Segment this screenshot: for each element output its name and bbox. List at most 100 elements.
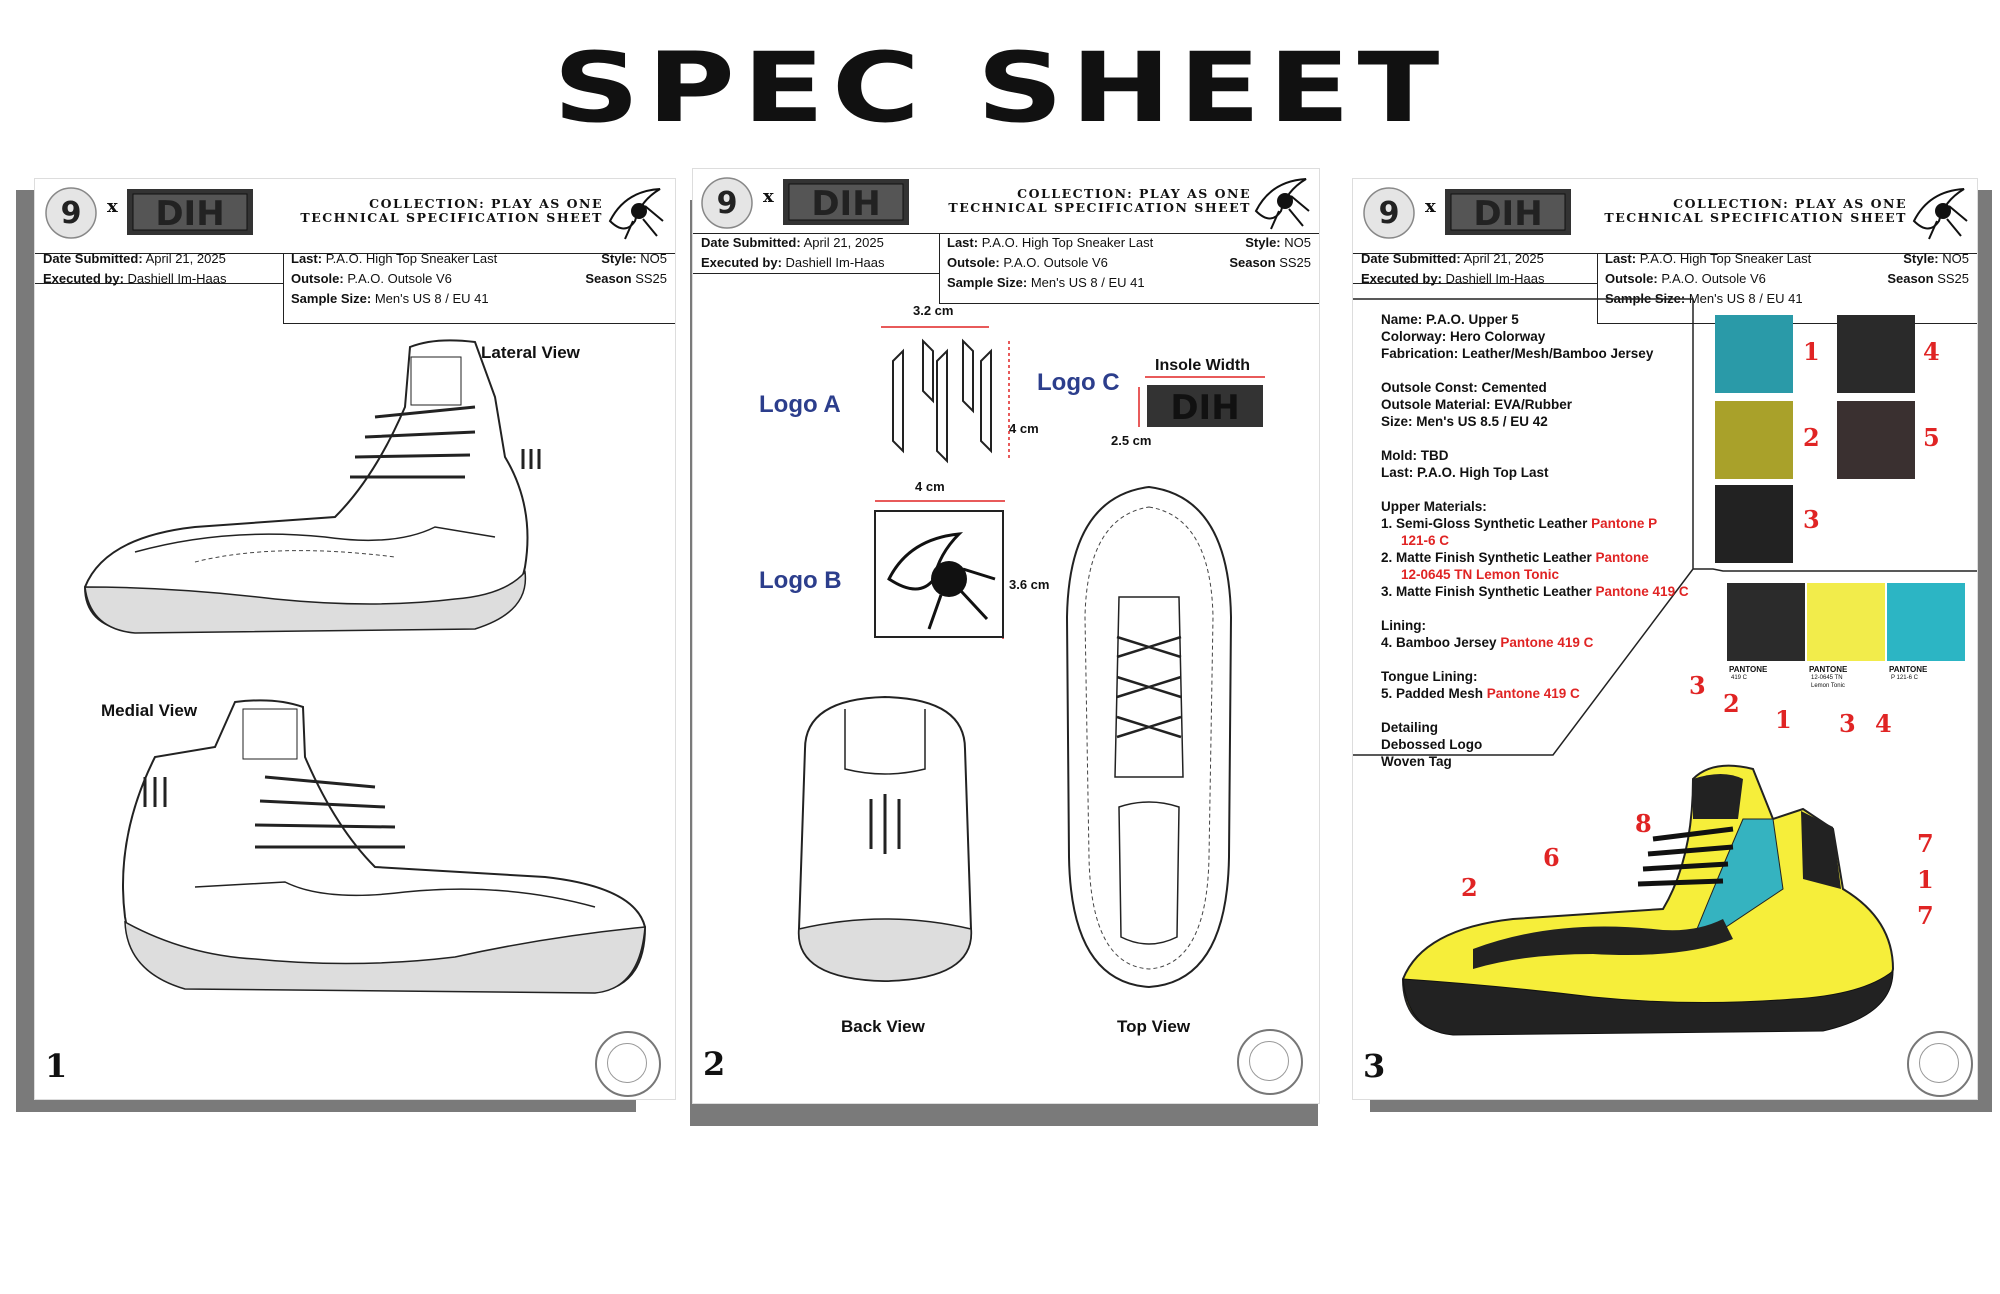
back-view-drawing [797, 695, 973, 983]
material-2-text: 2. Matte Finish Synthetic Leather [1381, 550, 1596, 565]
sample-label: Sample Size: [291, 291, 372, 306]
season-value: SS25 [635, 271, 667, 286]
no-design-lab-logo: 9 [45, 187, 97, 239]
exec-value: Dashiell Im-Haas [1445, 271, 1545, 286]
spec-line: Colorway: Hero Colorway [1381, 329, 1546, 344]
outsole-label: Outsole: [291, 271, 344, 286]
spec-box-outline [1353, 298, 1977, 756]
no-design-lab-logo: 9 [701, 177, 753, 229]
last-label: Last: [1605, 251, 1637, 266]
spec-spacer [1381, 702, 1701, 719]
back-view-label: Back View [841, 1017, 925, 1036]
season-label: Season [1887, 271, 1934, 286]
sheet-3: 9 x DIH COLLECTION: PLAY AS ONE TECHNICA… [1352, 178, 1978, 1100]
date-label: Date Submitted: [1361, 251, 1461, 266]
header-column-divider [939, 233, 940, 303]
header-right-bottom [283, 323, 675, 324]
detailing-item: Debossed Logo [1381, 737, 1483, 752]
detailing-heading: Detailing [1381, 720, 1439, 735]
detailing-item: Woven Tag [1381, 754, 1452, 769]
date-submitted: Date Submitted: April 21, 2025 Executed … [701, 233, 885, 273]
shoe-callout: 1 [1775, 705, 1792, 734]
lining-pantone: Pantone 419 C [1500, 635, 1594, 650]
last-value: P.A.O. High Top Sneaker Last [1639, 251, 1812, 266]
sample-value: Men's US 8 / EU 41 [1030, 275, 1145, 290]
header-left-bottom [1353, 283, 1597, 284]
swatch-1 [1715, 315, 1793, 393]
season-label: Season [585, 271, 632, 286]
last-label: Last: [291, 251, 323, 266]
wasp-logo [1254, 178, 1310, 230]
dih-logo: DIH [1445, 189, 1571, 235]
scad-seal [1907, 1031, 1973, 1097]
header-column-divider [1597, 253, 1598, 323]
date-label: Date Submitted: [43, 251, 143, 266]
logo-a-drawing [881, 326, 1010, 464]
spec-line: Size: Men's US 8.5 / EU 42 [1381, 414, 1548, 429]
sheet-2: 9 x DIH COLLECTION: PLAY AS ONE TECHNICA… [692, 168, 1320, 1104]
season-value: SS25 [1937, 271, 1969, 286]
swatch-5 [1837, 401, 1915, 479]
shoe-callout: 2 [1723, 689, 1740, 718]
lining-heading: Lining: [1381, 618, 1426, 633]
logo-b-label: Logo B [759, 567, 842, 594]
exec-label: Executed by: [43, 271, 124, 286]
sample-value: Men's US 8 / EU 41 [1688, 291, 1803, 306]
scad-seal [595, 1031, 661, 1097]
pantone-name: Lemon Tonic [1811, 683, 1845, 689]
spec-spacer [1381, 362, 1701, 379]
spec-line: Name: P.A.O. Upper 5 [1381, 312, 1519, 327]
spec-line: Upper Materials: [1381, 499, 1487, 514]
medial-shoe-drawing [122, 699, 647, 994]
material-2-pantone: Pantone [1595, 550, 1649, 565]
logo-a-label: Logo A [759, 391, 841, 418]
last-value: P.A.O. High Top Sneaker Last [981, 235, 1154, 250]
logo-b-drawing [874, 500, 1005, 639]
style-season: Style: NO5 Season SS25 [1229, 233, 1311, 273]
collection-header: COLLECTION: PLAY AS ONE TECHNICAL SPECIF… [283, 197, 603, 225]
outsole-label: Outsole: [1605, 271, 1658, 286]
shoe-callout: 3 [1689, 671, 1706, 700]
svg-text:DIH: DIH [1170, 388, 1239, 428]
spec-spacer [1381, 651, 1701, 668]
tongue-pantone: Pantone 419 C [1486, 686, 1580, 701]
collection-line-2: TECHNICAL SPECIFICATION SHEET [300, 210, 603, 225]
spec-spacer [1381, 600, 1701, 617]
outsole-label: Outsole: [947, 255, 1000, 270]
header-column-divider [283, 253, 284, 323]
page-number: 1 [45, 1047, 68, 1085]
lining-text: 4. Bamboo Jersey [1381, 635, 1501, 650]
svg-text:9: 9 [1379, 196, 1400, 231]
spec-spacer [1381, 430, 1701, 447]
outsole-value: P.A.O. Outsole V6 [1661, 271, 1766, 286]
outsole-value: P.A.O. Outsole V6 [1003, 255, 1108, 270]
swatch-4 [1837, 315, 1915, 393]
top-view-drawing [1065, 485, 1233, 989]
svg-text:9: 9 [717, 186, 738, 221]
header-left-bottom [35, 283, 283, 284]
dih-logo: DIH [127, 189, 253, 235]
material-1: 1. Semi-Gloss Synthetic Leather Pantone … [1381, 515, 1701, 549]
spec-line: Mold: TBD [1381, 448, 1449, 463]
material-2-pantone-code: 12-0645 TN Lemon Tonic [1401, 567, 1560, 582]
pantone-code: 419 C [1731, 675, 1748, 681]
svg-text:DIH: DIH [811, 184, 880, 224]
collection-line-2: TECHNICAL SPECIFICATION SHEET [1604, 210, 1907, 225]
pantone-code: P 121-6 C [1891, 675, 1918, 681]
season-value: SS25 [1279, 255, 1311, 270]
swatch-number: 4 [1923, 337, 1940, 366]
logo-a-width: 3.2 cm [913, 303, 954, 318]
header-divider [35, 253, 675, 254]
collection-header: COLLECTION: PLAY AS ONE TECHNICAL SPECIF… [931, 187, 1251, 215]
logo-c-label: Logo C [1037, 369, 1120, 396]
logo-x: x [1425, 196, 1436, 217]
header-divider [1353, 253, 1977, 254]
shoe-callout: 4 [1875, 709, 1892, 738]
last-outsole-info: Last: P.A.O. High Top Sneaker Last Outso… [291, 249, 671, 309]
scad-seal [1237, 1029, 1303, 1095]
logo-b-height: 3.6 cm [1009, 577, 1050, 592]
collection-line-1: COLLECTION: PLAY AS ONE [369, 196, 603, 211]
material-3: 3. Matte Finish Synthetic Leather Panton… [1381, 583, 1701, 600]
collection-header: COLLECTION: PLAY AS ONE TECHNICAL SPECIF… [1587, 197, 1907, 225]
tongue-item: 5. Padded Mesh Pantone 419 C [1381, 685, 1701, 702]
